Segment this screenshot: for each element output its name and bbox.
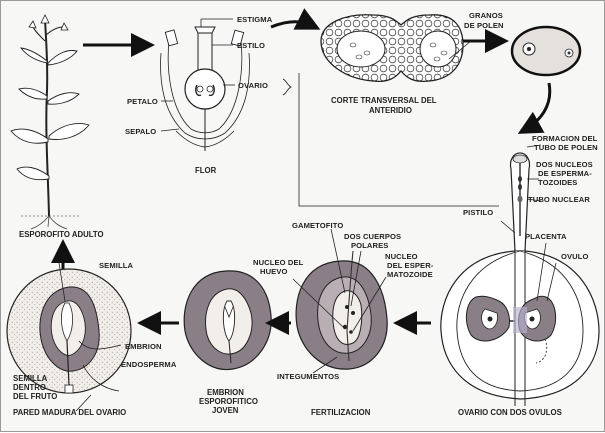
ovary-two-ovules-illustration	[440, 250, 600, 406]
label-tubo-nuclear: TUBO NUCLEAR	[528, 195, 590, 204]
label-integumentos: INTEGUMENTOS	[277, 372, 339, 381]
caption-corte-line1: CORTE TRANSVERSAL DEL	[331, 96, 437, 105]
label-nucleo-esp-line1: NUCLEO	[385, 252, 418, 261]
label-gametofito: GAMETOFITO	[292, 221, 343, 230]
label-nucleo-huevo-line1: NUCLEO DEL	[253, 258, 304, 267]
label-dos-nucleos-line2: DE ESPERMA-	[538, 169, 592, 178]
label-pistilo: PISTILO	[463, 208, 493, 217]
label-petalo: PETALO	[127, 97, 158, 106]
adult-sporophyte-illustration	[10, 14, 90, 230]
label-nucleo-esp-line3: MATOZOIDE	[387, 270, 433, 279]
pollen-grain-illustration	[510, 25, 582, 77]
seed-in-fruit-illustration	[6, 268, 132, 394]
cycle-arrows	[51, 8, 552, 335]
label-estilo: ESTILO	[237, 41, 265, 50]
caption-corte-line2: ANTERIDIO	[369, 106, 412, 115]
label-placenta: PLACENTA	[525, 232, 567, 241]
caption-semilla-dentro-line1: SEMILLA	[13, 374, 48, 383]
label-semilla: SEMILLA	[99, 261, 133, 270]
caption-flor: FLOR	[195, 166, 217, 175]
caption-embrion-joven-line1: EMBRION	[207, 388, 244, 397]
caption-pared-madura: PARED MADURA DEL OVARIO	[13, 408, 126, 417]
caption-semilla-dentro-line3: DEL FRUTO	[13, 392, 57, 401]
label-dos-nucleos-line3: TOZOIDES	[538, 178, 577, 187]
flower-illustration	[160, 26, 250, 151]
fertilization-ovule-illustration	[295, 250, 388, 370]
young-embryo-illustration	[183, 270, 272, 371]
anther-cross-section-illustration	[320, 14, 464, 83]
labels: ESTIGMA ESTILO OVARIO PETALO SEPALO FLOR…	[13, 11, 598, 417]
label-nucleo-huevo-line2: HUEVO	[260, 267, 288, 276]
caption-semilla-dentro-line2: DENTRO	[13, 383, 46, 392]
leader-lines	[58, 18, 557, 412]
label-estigma: ESTIGMA	[237, 15, 273, 24]
caption-ovario-ovulos: OVARIO CON DOS OVULOS	[458, 408, 562, 417]
label-formacion-line1: FORMACION DEL	[532, 134, 598, 143]
label-embrion: EMBRION	[125, 342, 162, 351]
label-dos-nucleos-line1: DOS NUCLEOS	[536, 160, 593, 169]
label-ovulo: OVULO	[561, 252, 589, 261]
caption-fertilizacion: FERTILIZACION	[311, 408, 371, 417]
label-granos-line2: DE POLEN	[464, 21, 504, 30]
caption-embrion-joven-line3: JOVEN	[212, 406, 239, 415]
label-formacion-line2: TUBO DE POLEN	[534, 143, 598, 152]
label-ovario: OVARIO	[238, 81, 268, 90]
pollen-tube-pistil-illustration	[509, 152, 531, 252]
label-granos-line1: GRANOS	[469, 11, 503, 20]
caption-embrion-joven-line2: ESPOROFITICO	[199, 397, 258, 406]
label-endosperma: ENDOSPERMA	[121, 360, 177, 369]
label-sepalo: SEPALO	[125, 127, 156, 136]
label-nucleo-esp-line2: DEL ESPER-	[387, 261, 434, 270]
caption-esporofito: ESPOROFITO ADULTO	[19, 230, 104, 239]
label-dos-cuerpos-line2: POLARES	[351, 241, 388, 250]
label-dos-cuerpos-line1: DOS CUERPOS	[344, 232, 401, 241]
